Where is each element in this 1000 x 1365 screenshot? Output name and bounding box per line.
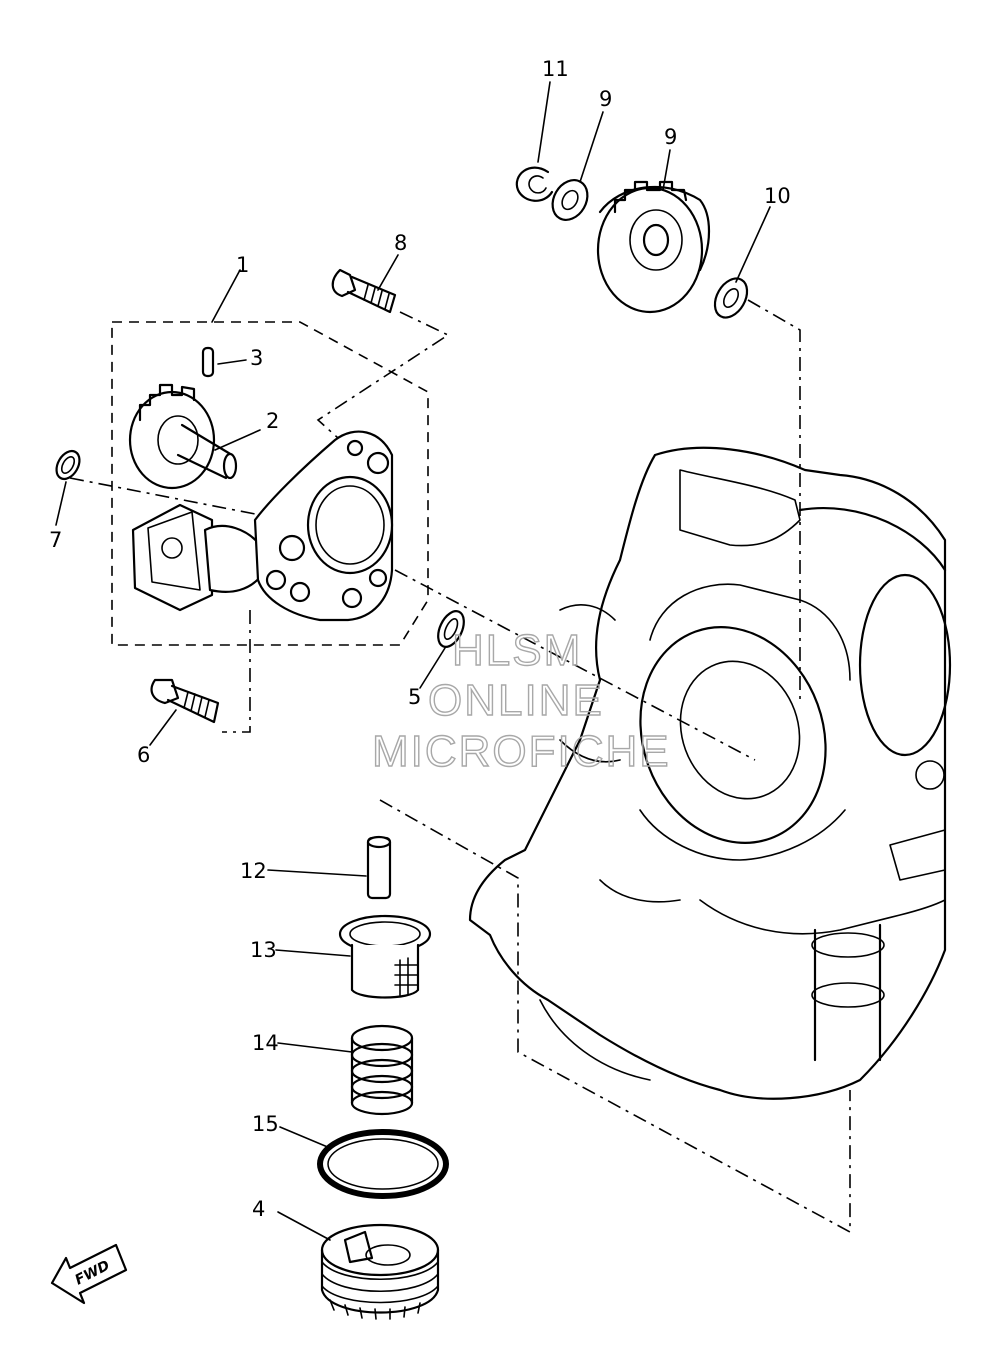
watermark-line-3: MICROFICHE: [372, 727, 671, 776]
part-9-washer-lower: [713, 277, 749, 319]
part-6-o-ring: [55, 449, 81, 481]
callout-15: 15: [252, 1112, 279, 1136]
callout-10: 11: [542, 57, 569, 81]
part-14-plug: [320, 1223, 440, 1320]
assembly-boundary: [111, 269, 429, 646]
watermark-line-1: HLSM: [452, 626, 582, 675]
part-9-washer-upper: [551, 179, 589, 221]
part-13-spring: [350, 1024, 414, 1116]
part-2-gear-shaft: [128, 383, 238, 490]
callout-4: 5: [408, 685, 421, 709]
crankcase: [468, 446, 952, 1100]
callout-5: 6: [137, 743, 150, 767]
callout-3: 3: [250, 346, 263, 370]
leader-lines: [55, 81, 771, 1241]
callout-1: 1: [236, 253, 249, 277]
part-12-strainer: [338, 914, 432, 999]
callout-9-upper: 9: [599, 87, 612, 111]
part-7-bolt: [331, 268, 397, 314]
callout-8: 9: [664, 125, 677, 149]
watermark: HLSM ONLINE MICROFICHE: [371, 625, 671, 776]
part-8-idler-gear: [596, 180, 710, 314]
callout-13: 14: [252, 1031, 279, 1055]
callout-6: 7: [49, 528, 62, 552]
callout-11: 12: [240, 859, 267, 883]
callout-labels: 11 9 9 10 8 1 3 2 7 5 6 12 13 14 15 4: [49, 57, 791, 1221]
callout-12: 13: [250, 938, 277, 962]
callout-7: 8: [394, 231, 407, 255]
part-5-bolt: [150, 678, 220, 724]
callout-2: 2: [266, 409, 279, 433]
watermark-line-2: ONLINE: [428, 676, 604, 725]
fwd-arrow-badge: FWD: [50, 1243, 128, 1305]
part-4-o-ring: [437, 610, 465, 648]
callout-14: 4: [252, 1197, 265, 1221]
part-3-dowel-pin: [201, 346, 215, 378]
callout-9-lower: 10: [764, 184, 791, 208]
part-11-plunger: [366, 835, 392, 900]
oil-pump-body: [131, 430, 394, 622]
part-10-circlip: [515, 166, 554, 202]
alignment-lines: [69, 299, 851, 1234]
part-15-o-ring: [317, 1129, 449, 1199]
